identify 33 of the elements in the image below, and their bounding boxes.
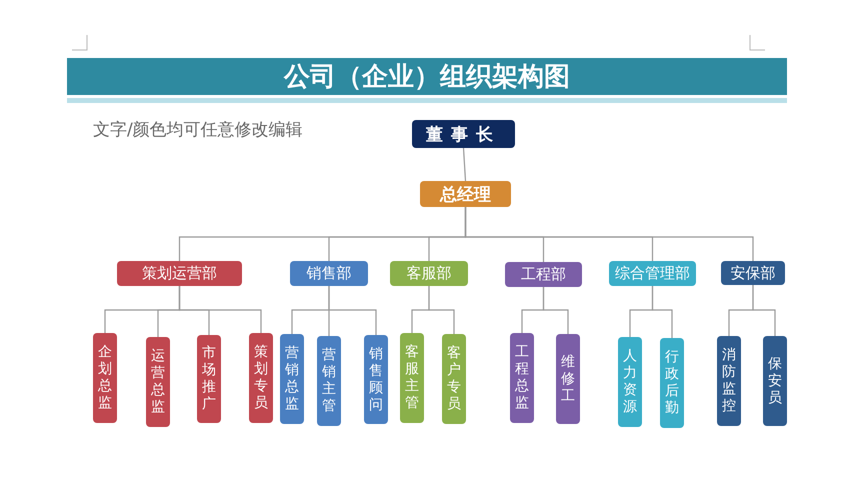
role-box: 策划专员 bbox=[249, 333, 273, 423]
connector-line bbox=[462, 148, 466, 182]
role-box: 人力资源 bbox=[618, 337, 642, 427]
connector-line bbox=[428, 286, 455, 334]
position-box: 董事长 bbox=[412, 120, 515, 148]
role-box: 客户专员 bbox=[442, 334, 466, 424]
connector-line bbox=[652, 286, 673, 338]
department-box: 策划运营部 bbox=[117, 261, 242, 286]
role-box: 保安员 bbox=[763, 336, 787, 426]
role-box: 企划总监 bbox=[93, 333, 117, 423]
connector-line bbox=[752, 285, 776, 336]
connector-line bbox=[542, 287, 569, 334]
department-box: 工程部 bbox=[505, 262, 582, 287]
connector-line bbox=[178, 286, 262, 333]
department-box: 安保部 bbox=[721, 261, 785, 285]
role-box: 客服主管 bbox=[400, 333, 424, 423]
connector-line bbox=[328, 286, 377, 335]
role-box: 运营总监 bbox=[146, 337, 170, 427]
note-text: 文字/颜色均可任意修改编辑 bbox=[93, 119, 303, 141]
role-box: 维修工 bbox=[556, 334, 580, 424]
role-box: 消防监控 bbox=[717, 336, 741, 426]
role-box: 营销主管 bbox=[317, 336, 341, 426]
role-box: 工程总监 bbox=[510, 333, 534, 423]
role-box: 营销总监 bbox=[280, 334, 304, 424]
role-box: 行政后勤 bbox=[660, 338, 684, 428]
department-box: 客服部 bbox=[390, 261, 468, 286]
role-box: 销售顾问 bbox=[364, 335, 388, 424]
position-box: 总经理 bbox=[420, 181, 511, 207]
connector-line bbox=[464, 207, 754, 261]
role-box: 市场推广 bbox=[197, 335, 221, 423]
department-box: 销售部 bbox=[290, 261, 368, 286]
title-banner: 公司（企业）组织架构图 bbox=[67, 58, 787, 95]
department-box: 综合管理部 bbox=[609, 261, 696, 286]
